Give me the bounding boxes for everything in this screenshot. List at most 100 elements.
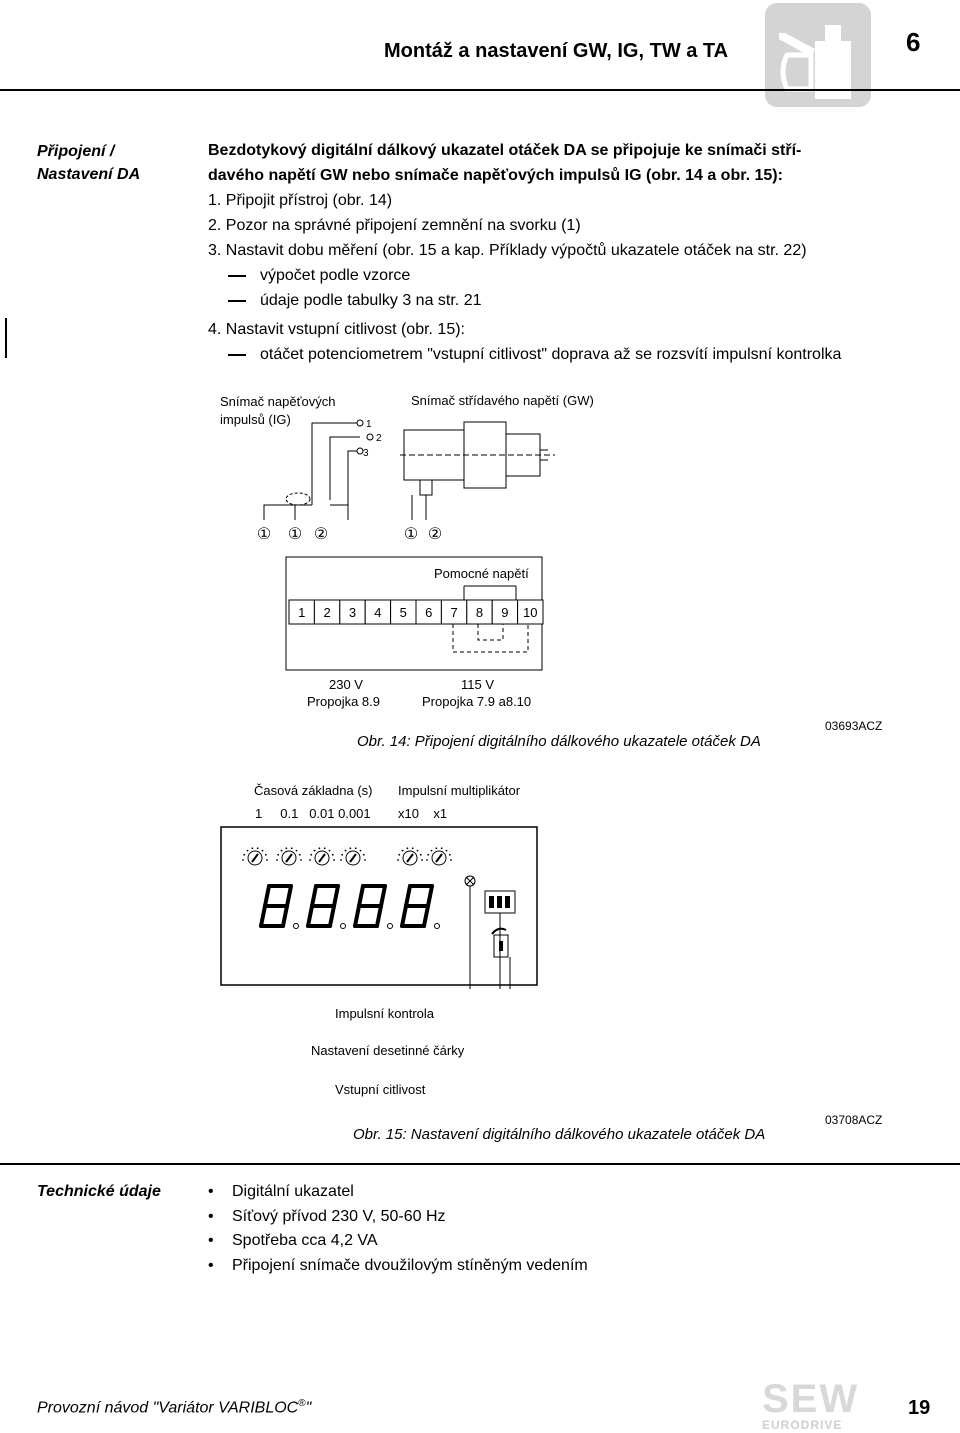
terminal-cell — [466, 599, 493, 625]
sensitivity-label: Vstupní citlivost — [335, 1082, 426, 1097]
logo-eurodrive: EURODRIVE — [762, 1418, 843, 1432]
terminal-number: 8 — [476, 605, 483, 620]
tech-item-text: Připojení snímače dvoužilovým stíněným v… — [232, 1256, 588, 1274]
ig-label-line: impulsů (IG) — [220, 412, 291, 427]
tech-item-text: Spotřeba cca 4,2 VA — [232, 1232, 378, 1249]
side-label-line: Nastavení DA — [37, 166, 141, 183]
terminal-cell — [491, 599, 519, 625]
logo-sew: SEW — [762, 1377, 860, 1421]
rotary-switch-icon[interactable] — [309, 847, 335, 866]
fig14-caption: Obr. 14: Připojení digitálního dálkového… — [357, 733, 761, 750]
intro-line: Bezdotykový digitální dálkový ukazatel o… — [208, 142, 802, 159]
footer-text-end: " — [305, 1399, 312, 1417]
bullet-icon: • — [208, 1232, 214, 1249]
terminal-cell — [517, 599, 544, 625]
dash-icon — [228, 353, 246, 356]
change-bar — [5, 318, 7, 358]
voltage-115-label: 115 V Propojka 7.9 a8.10 — [422, 676, 531, 710]
decimal-point — [340, 923, 346, 929]
terminal-cell — [339, 599, 366, 625]
gw-sensor-label: Snímač střídavého napětí (GW) — [411, 393, 594, 408]
oil-can-icon — [765, 3, 871, 107]
terminal-number: 4 — [374, 605, 381, 620]
time-base-label: Časová základna (s) — [254, 783, 373, 798]
rotary-switch-icon[interactable] — [276, 847, 302, 866]
rotary-switch-icon[interactable] — [340, 847, 366, 866]
rotary-switch-icon[interactable] — [397, 847, 423, 866]
page-number: 19 — [908, 1397, 931, 1419]
terminal-marker: ② — [314, 526, 328, 543]
terminal-number: 10 — [523, 605, 537, 620]
dash-icon — [228, 274, 246, 277]
footer-text-main: Provozní návod "Variátor VARIBLOC — [37, 1399, 299, 1417]
rotary-switches — [242, 847, 452, 866]
pin-label: 1 — [366, 419, 372, 430]
da-front-panel — [220, 826, 538, 989]
terminal-number: 2 — [323, 605, 330, 620]
tech-item: • Připojení snímače dvoužilovým stíněným … — [208, 1254, 588, 1279]
sub-item-text: výpočet podle vzorce — [260, 267, 411, 284]
footer-text: Provozní návod "Variátor VARIBLOC®" — [37, 1398, 311, 1417]
multiplier-values: x10 x1 — [398, 806, 448, 821]
terminal-marker: ① — [404, 526, 418, 543]
tech-item-text: Síťový přívod 230 V, 50-60 Hz — [232, 1207, 446, 1225]
v115: 115 V — [461, 677, 495, 692]
sub-item-text: otáčet potenciometrem "vstupní citlivost… — [260, 346, 842, 363]
tech-side-label: Technické údaje — [37, 1183, 161, 1200]
display-digit — [259, 884, 299, 929]
pin-label: 3 — [363, 448, 369, 459]
terminal-number: 3 — [349, 605, 356, 620]
rotary-switch-icon[interactable] — [426, 847, 452, 866]
section-body: Bezdotykový digitální dálkový ukazatel o… — [208, 138, 841, 367]
step-item: 4. Nastavit vstupní citlivost (obr. 15): — [208, 321, 465, 338]
v230-jumper: Propojka 8.9 — [307, 694, 380, 709]
multiplier-label: Impulsní multiplikátor — [398, 783, 521, 798]
section-rule — [0, 1163, 960, 1165]
display-digit — [353, 884, 393, 929]
terminal-marker: ① — [257, 526, 271, 543]
terminal-cell — [364, 599, 392, 625]
decimal-point — [387, 923, 393, 929]
terminal-cell — [415, 599, 442, 625]
ig-sensor-label: Snímač napěťových impulsů (IG) — [220, 393, 335, 429]
fig14-code: 03693ACZ — [825, 719, 883, 733]
bullet-icon: • — [208, 1207, 214, 1225]
tech-item: • Digitální ukazatel — [208, 1180, 588, 1205]
seven-segment-display — [259, 884, 440, 929]
registered-mark: ® — [298, 1398, 306, 1409]
terminal-number: 7 — [450, 605, 457, 620]
decimal-point-label: Nastavení desetinné čárky — [311, 1043, 465, 1058]
voltage-230-label: 230 V Propojka 8.9 — [307, 676, 380, 710]
chapter-number: 6 — [906, 27, 921, 57]
terminal-cell — [288, 599, 315, 625]
decimal-point — [293, 923, 299, 929]
sub-item-text: údaje podle tabulky 3 na str. 21 — [260, 292, 482, 309]
tech-item: • Spotřeba cca 4,2 VA — [208, 1229, 588, 1254]
aux-voltage-label: Pomocné napětí — [434, 566, 529, 581]
decimal-point — [434, 923, 440, 929]
section-side-label: Připojení / Nastavení DA — [37, 140, 140, 186]
bullet-icon: • — [208, 1256, 214, 1274]
terminal-marker: ① — [288, 526, 302, 543]
fig15-caption: Obr. 15: Nastavení digitálního dálkového… — [353, 1126, 766, 1143]
terminal-cell — [313, 599, 341, 625]
dash-icon — [228, 299, 246, 302]
display-digit — [306, 884, 346, 929]
step-item: 3. Nastavit dobu měření (obr. 15 a kap. … — [208, 242, 807, 259]
v230: 230 V — [329, 677, 363, 692]
fig15-code: 03708ACZ — [825, 1113, 883, 1127]
rotary-switch-icon[interactable] — [242, 847, 268, 866]
terminal-number: 5 — [400, 605, 407, 620]
bullet-icon: • — [208, 1183, 214, 1200]
terminal-number: 1 — [298, 605, 305, 620]
sub-item: výpočet podle vzorce — [228, 263, 841, 288]
display-digit — [400, 884, 440, 929]
tech-item-text: Digitální ukazatel — [232, 1183, 354, 1200]
step-item: 1. Připojit přístroj (obr. 14) — [208, 192, 393, 209]
step-item: 2. Pozor na správné připojení zemnění na… — [208, 217, 581, 234]
tech-list: • Digitální ukazatel • Síťový přívod 230 V… — [208, 1180, 588, 1278]
sub-item: otáčet potenciometrem "vstupní citlivost… — [228, 342, 841, 367]
terminal-number: 6 — [425, 605, 432, 620]
